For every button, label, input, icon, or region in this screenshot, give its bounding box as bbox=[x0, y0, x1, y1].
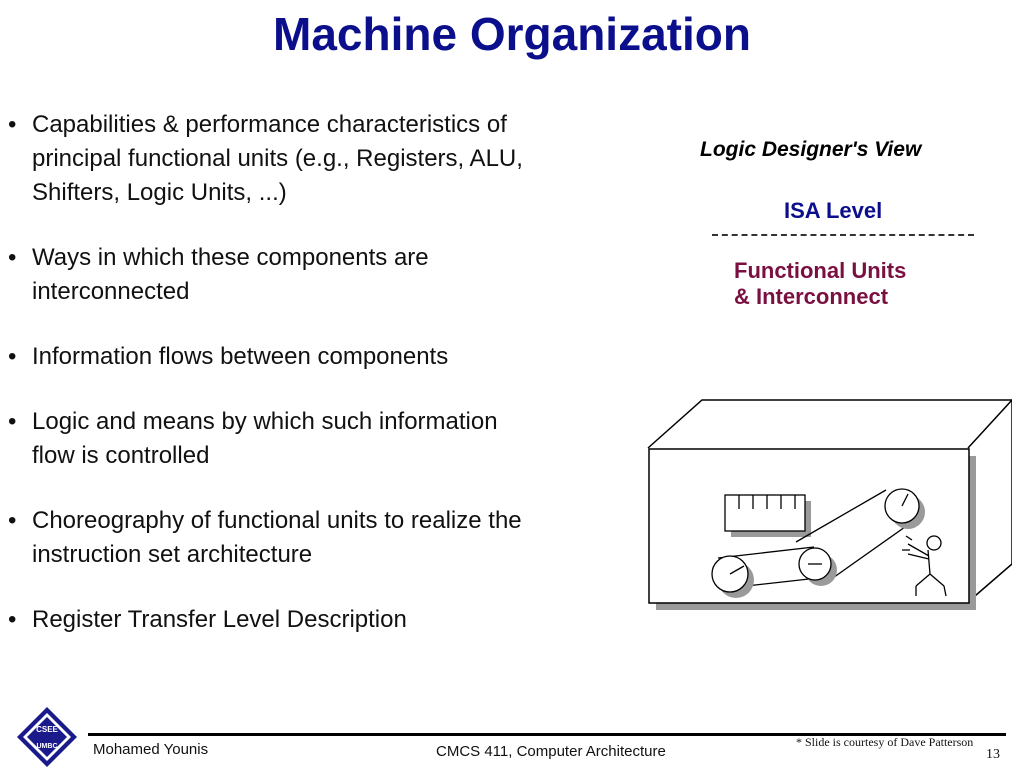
bullet-item: • Information flows between components bbox=[8, 340, 628, 374]
bullet-item: • Logic and means by which such informat… bbox=[8, 405, 628, 473]
machine-box-illustration bbox=[647, 398, 1012, 610]
bullet-text: Ways in which these components are bbox=[32, 244, 429, 271]
register-icon bbox=[724, 494, 806, 532]
bullet-icon: • bbox=[8, 408, 17, 435]
bullet-text: principal functional units (e.g., Regist… bbox=[32, 145, 523, 172]
bullet-icon: • bbox=[8, 244, 17, 271]
footer-course: CMCS 411, Computer Architecture bbox=[436, 743, 666, 760]
wheel-top bbox=[884, 488, 925, 529]
wheel-large bbox=[711, 555, 754, 598]
bullet-item: • Register Transfer Level Description bbox=[8, 603, 628, 637]
bullet-icon: • bbox=[8, 111, 17, 138]
bullet-text: Shifters, Logic Units, ...) bbox=[32, 179, 287, 206]
bullet-list: • Capabilities & performance characteris… bbox=[8, 108, 628, 668]
functional-units-label: Functional Units & Interconnect bbox=[734, 258, 906, 310]
bullet-text: flow is controlled bbox=[32, 442, 210, 469]
footer-author: Mohamed Younis bbox=[93, 741, 209, 758]
bullet-item: • Choreography of functional units to re… bbox=[8, 504, 628, 572]
bullet-text: interconnected bbox=[32, 278, 190, 305]
isa-level-label: ISA Level bbox=[784, 198, 883, 223]
bullet-text: Capabilities & performance characteristi… bbox=[32, 111, 507, 138]
box-outline bbox=[647, 398, 1012, 603]
wheel-middle bbox=[798, 547, 837, 586]
bullet-text: Logic and means by which such informatio… bbox=[32, 408, 498, 435]
footer-courtesy: * Slide is courtesy of Dave Patterson bbox=[796, 735, 974, 749]
bullet-item: • Capabilities & performance characteris… bbox=[8, 108, 628, 210]
csee-umbc-logo: CSEE UMBC bbox=[17, 707, 77, 767]
bullet-icon: • bbox=[8, 507, 17, 534]
register-ticks bbox=[738, 495, 796, 509]
bullet-text: Register Transfer Level Description bbox=[32, 606, 407, 633]
bullet-icon: • bbox=[8, 343, 17, 370]
functional-units-line: & Interconnect bbox=[734, 284, 889, 309]
functional-units-line: Functional Units bbox=[734, 258, 907, 283]
bullet-text: Information flows between components bbox=[32, 343, 449, 370]
bullet-item: • Ways in which these components are int… bbox=[8, 241, 628, 309]
bullet-text: Choreography of functional units to real… bbox=[32, 507, 522, 534]
isa-divider bbox=[712, 234, 974, 236]
slide-title: Machine Organization bbox=[273, 8, 751, 60]
logo-top-text: CSEE bbox=[36, 725, 58, 734]
designer-view-label: Logic Designer's View bbox=[700, 138, 922, 161]
bullet-icon: • bbox=[8, 606, 17, 633]
stick-figure-icon bbox=[902, 535, 947, 597]
page-number: 13 bbox=[986, 747, 1000, 762]
bullet-text: instruction set architecture bbox=[32, 541, 313, 568]
footer-divider bbox=[88, 733, 1006, 736]
logo-bottom-text: UMBC bbox=[37, 743, 58, 750]
